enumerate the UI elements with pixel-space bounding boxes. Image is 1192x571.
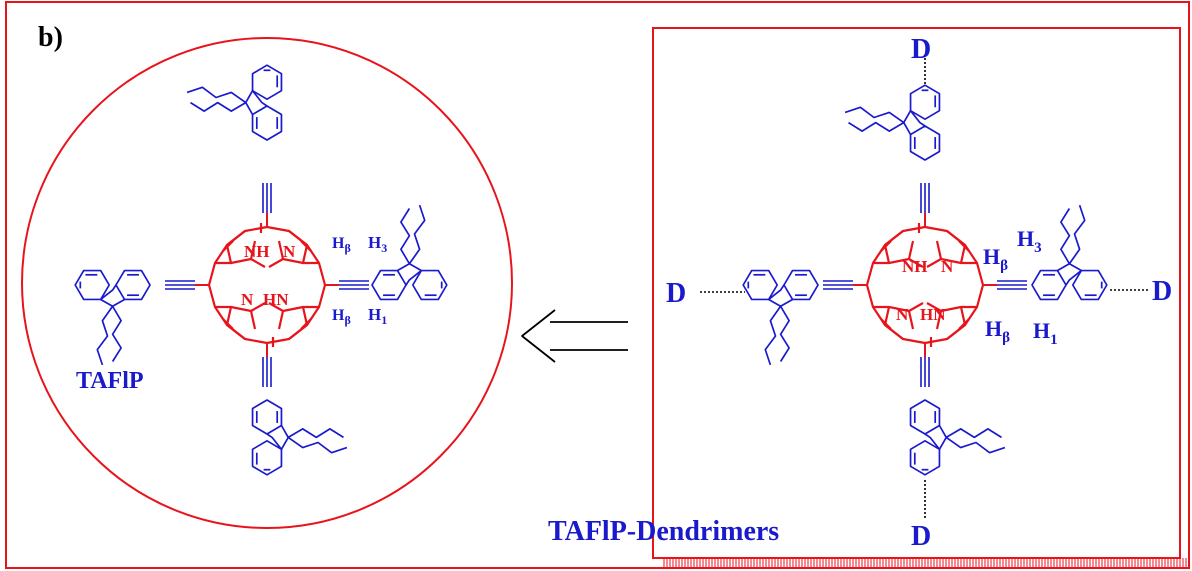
left-molecule [74, 64, 448, 476]
left-atom-n1: N [283, 242, 296, 261]
right-h-beta-top: Hβ [983, 244, 1008, 274]
outer-frame [5, 1, 1190, 569]
right-atom-n2: N [896, 305, 909, 324]
right-box [652, 27, 1181, 559]
right-box-shadow [662, 558, 1188, 568]
right-h3: H3 [1017, 226, 1042, 256]
left-atom-hn: HN [263, 290, 289, 309]
left-circle [21, 37, 513, 529]
left-atom-nh: NH [244, 242, 270, 261]
right-compound-name: TAFlP-Dendrimers [548, 516, 779, 547]
retro-arrow [521, 309, 628, 363]
d-right: D [1152, 276, 1172, 307]
d-bottom: D [911, 521, 931, 552]
d-left: D [666, 278, 686, 309]
panel-label: b) [38, 22, 63, 53]
d-top: D [911, 34, 931, 65]
right-atom-hn: HN [920, 305, 946, 324]
right-h-beta-bottom: Hβ [985, 316, 1010, 346]
left-h-beta-top: Hβ [332, 235, 351, 255]
right-atom-nh: NH [902, 257, 928, 276]
left-h-beta-bottom: Hβ [332, 307, 351, 327]
right-molecule [700, 58, 1150, 518]
right-atom-n1: N [941, 257, 954, 276]
right-h1: H1 [1033, 318, 1058, 348]
left-atom-n2: N [241, 290, 254, 309]
left-h1: H1 [368, 305, 387, 327]
left-h3: H3 [368, 233, 387, 255]
left-compound-name: TAFlP [76, 368, 144, 394]
